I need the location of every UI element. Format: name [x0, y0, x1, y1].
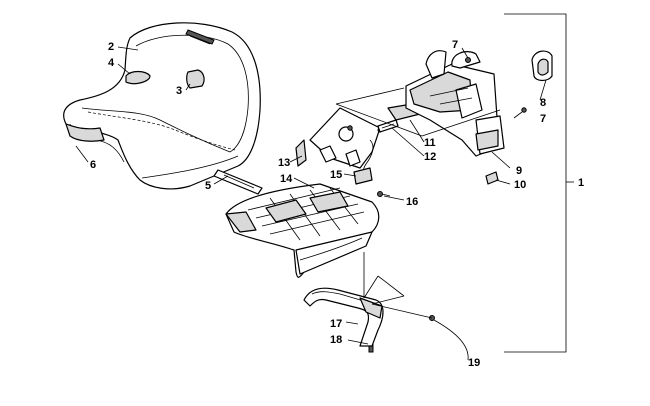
- callout-1: 1: [578, 177, 584, 189]
- callout-4: 4: [108, 57, 115, 69]
- callout-2: 2: [108, 41, 114, 53]
- seat-strap[interactable]: [213, 169, 263, 195]
- callout-14: 14: [280, 173, 293, 185]
- assembly-bracket: [504, 13, 574, 353]
- seat-pan-frame[interactable]: [225, 183, 380, 278]
- seat-logo-decal: [185, 29, 215, 45]
- grab-handle-tube[interactable]: [303, 287, 384, 347]
- callout-12: 12: [424, 151, 436, 163]
- seat-handle-3: [186, 69, 205, 89]
- callout-7-right: 7: [540, 113, 546, 125]
- callout-18: 18: [330, 334, 342, 346]
- callout-17: 17: [330, 318, 342, 330]
- callout-16: 16: [406, 196, 418, 208]
- screw-7-top: [465, 57, 471, 63]
- seat-bracket-plate[interactable]: [295, 107, 383, 169]
- fastener-10: [485, 171, 499, 185]
- backrest-knob-8[interactable]: [531, 50, 553, 82]
- callout-6: 6: [90, 159, 96, 171]
- screw-16: [377, 191, 391, 197]
- seat-cushion[interactable]: [63, 22, 261, 190]
- callout-3: 3: [176, 85, 182, 97]
- assembly-guide-lines: [335, 87, 501, 319]
- callout-7-top: 7: [452, 39, 458, 51]
- callout-8: 8: [540, 97, 546, 109]
- callout-11: 11: [424, 137, 436, 149]
- latch-spring-15: [353, 139, 374, 185]
- callout-10: 10: [514, 179, 526, 191]
- seat-badge-4: [125, 70, 151, 85]
- callout-5: 5: [205, 180, 211, 192]
- callout-9: 9: [516, 165, 522, 177]
- callout-19: 19: [468, 357, 480, 369]
- callout-15: 15: [330, 169, 342, 181]
- screw-7-right: [521, 107, 527, 113]
- callout-13: 13: [278, 157, 290, 169]
- callout-leaders: [75, 46, 547, 361]
- backrest-base-housing[interactable]: [405, 50, 505, 157]
